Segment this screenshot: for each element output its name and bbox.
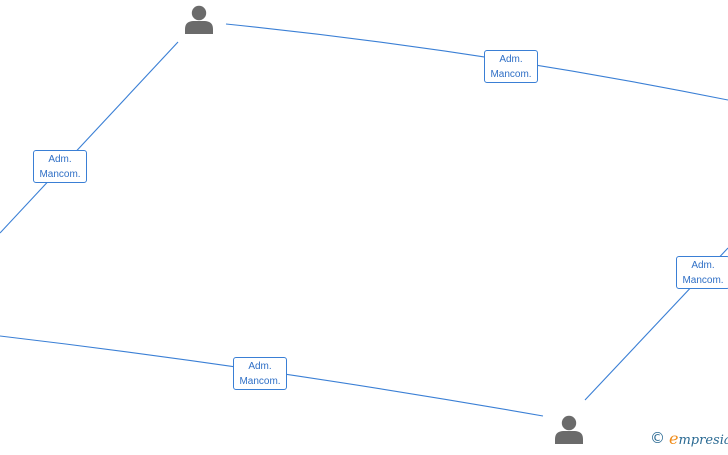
- edge-label-top-left[interactable]: Adm. Mancom.: [33, 150, 87, 183]
- empresia-watermark: © empresia: [650, 428, 728, 448]
- edge-label-bottom-right[interactable]: Adm. Mancom.: [676, 256, 728, 289]
- brand-logo: empresia: [669, 429, 728, 448]
- edge-label-top-right[interactable]: Adm. Mancom.: [484, 50, 538, 83]
- person-icon[interactable]: [554, 414, 584, 444]
- edge-label-type: Mancom.: [682, 274, 724, 286]
- edge-label-type: Mancom.: [39, 168, 81, 180]
- edge-line-top-left: [0, 41, 179, 234]
- edge-label-type: Mancom.: [239, 375, 281, 387]
- copyright-symbol: ©: [650, 429, 665, 447]
- person-icon[interactable]: [184, 4, 214, 34]
- edge-label-type: Mancom.: [490, 68, 532, 80]
- edge-line-top-right: [225, 23, 728, 101]
- brand-initial: e: [669, 428, 679, 448]
- edge-label-role: Adm.: [48, 154, 72, 165]
- edge-label-role: Adm.: [248, 361, 272, 372]
- edge-label-bottom-left[interactable]: Adm. Mancom.: [233, 357, 287, 390]
- edge-label-role: Adm.: [499, 54, 523, 65]
- edge-label-role: Adm.: [691, 260, 715, 271]
- brand-name: mpresia: [678, 432, 728, 448]
